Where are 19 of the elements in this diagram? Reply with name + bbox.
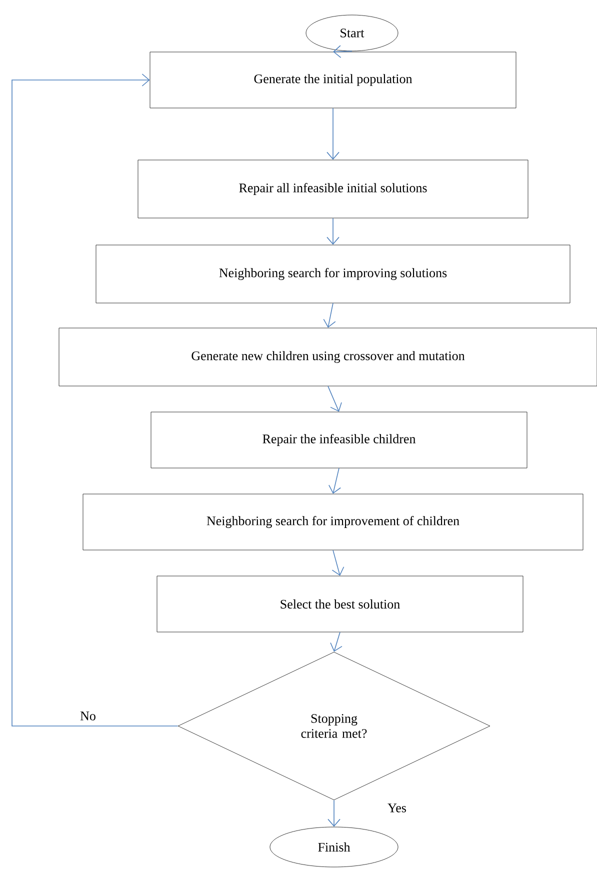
process-box: Generate new children using crossover and mutation	[58, 328, 597, 386]
process-box: Select the best solution	[156, 576, 524, 632]
arrow	[323, 302, 336, 328]
process-box: Generate the initial population	[150, 52, 516, 108]
process-box: Neighboring search for improving solutions	[96, 244, 570, 304]
arrow	[332, 550, 344, 576]
process-box: Repair the infeasible children	[150, 412, 528, 468]
arrow	[328, 386, 342, 412]
process-box: Repair all infeasible initial solutions	[138, 160, 528, 218]
arrow	[328, 800, 340, 827]
edge-label: No	[79, 710, 97, 722]
arrow	[333, 45, 352, 58]
arrow	[328, 468, 341, 494]
arrow	[12, 74, 178, 726]
process-box: Neighboring search for improvement of children	[82, 494, 584, 550]
arrow	[330, 632, 342, 652]
arrow	[326, 108, 340, 160]
arrow	[326, 218, 340, 245]
edge-label: Yes	[386, 802, 408, 814]
